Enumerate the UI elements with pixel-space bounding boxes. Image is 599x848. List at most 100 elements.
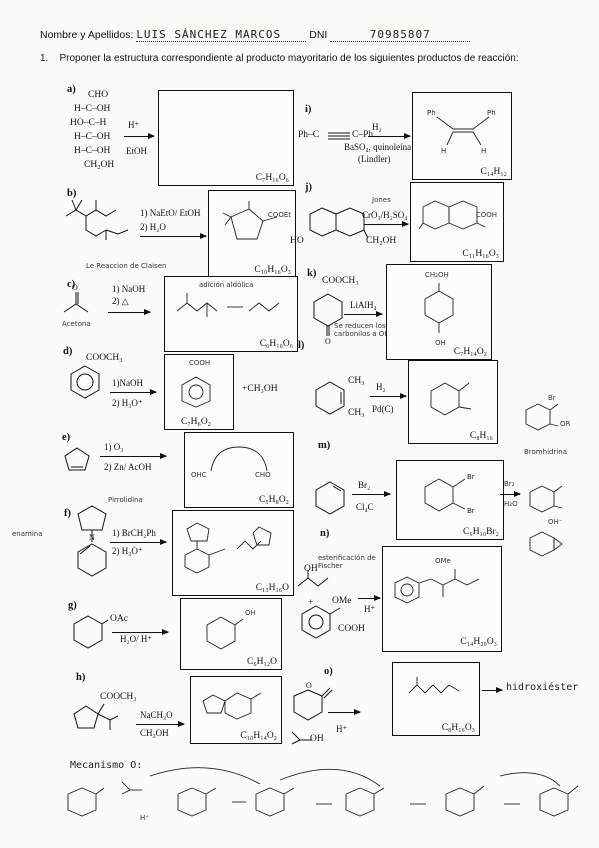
cyclohexene-m [315, 481, 345, 515]
mechanism-sketch [67, 767, 579, 817]
svg-text:N: N [89, 533, 95, 542]
label-g: g) [68, 600, 77, 611]
reagent-m-2: Cl₄C [356, 502, 374, 512]
formula-o: C₈H₁₆O₃ [441, 723, 475, 733]
reagent-a-1: H⁺ [128, 120, 140, 130]
butanol-n [297, 570, 329, 587]
formula-g: C₆H₁₂O [247, 657, 277, 667]
byproduct-d: +CH₃OH [242, 384, 278, 394]
svg-text:Ph: Ph [487, 109, 496, 117]
arrow-d [110, 389, 157, 395]
answer-box-h: C₁₀H₁₄O₂ [190, 676, 282, 744]
sub-n-2: OMe [332, 596, 352, 606]
note-hidroxiester: hidroxiéster [506, 682, 579, 693]
arrow-n [358, 595, 381, 601]
answer-box-f: C₁₃H₁₆O [172, 510, 294, 596]
arrow-o [328, 709, 361, 715]
note-jones: Jones [372, 196, 391, 204]
formula-c: C₆H₁₀O₆ [259, 339, 293, 349]
reagent-h-1: NaCH₃O [140, 710, 173, 720]
arrow-i [368, 133, 411, 139]
svg-text:Br: Br [467, 473, 475, 481]
formula-h: C₁₀H₁₄O₂ [240, 731, 277, 741]
reagent-i-3: (Lindler) [358, 154, 391, 164]
reagent-b-2: 2) H₂O [140, 222, 166, 232]
answer-box-l: C₈H₁₆ [408, 360, 498, 444]
cyclohexanone-ester-k: O [313, 293, 343, 346]
answer-box-g: OH C₆H₁₂O [180, 598, 282, 670]
label-f: f) [64, 508, 71, 519]
sub-l-1: CH₃ [348, 376, 365, 386]
label-d: d) [63, 346, 73, 357]
isopropanol-o [291, 731, 312, 745]
dimethylcyclohexene-l [315, 381, 345, 415]
label-n: n) [320, 528, 330, 539]
cyclopentyl-ketoester-h [73, 703, 119, 730]
reagent-k: LiAlH₄ [350, 300, 377, 310]
label-b: b) [67, 188, 77, 199]
arrow-g [112, 629, 169, 635]
reagent-o: H⁺ [336, 724, 348, 734]
arrow-f [110, 539, 167, 545]
label-a: a) [67, 84, 76, 95]
svg-text:Br: Br [467, 507, 475, 515]
note-k: Se reducen los carbonilos a OH [334, 322, 390, 338]
enamine-structure-f: N [77, 505, 107, 577]
reagent-l-2: Pd(C) [372, 404, 394, 414]
start-group-k: COOCH₃ [322, 276, 359, 286]
svg-text:H: H [481, 147, 486, 153]
benzene-ester-d [70, 365, 100, 399]
label-l: l) [298, 340, 305, 351]
reagent-f-1: 1) BrCH₂Ph [112, 528, 156, 538]
reagent-d-2: 2) H₃O⁺ [112, 398, 143, 408]
formula-j: C₁₁H₁₆O₃ [462, 249, 499, 259]
reagent-b-1: 1) NaEtO/ EtOH [140, 208, 201, 218]
svg-text:H: H [441, 147, 446, 153]
arrow-l [370, 393, 407, 399]
reagent-j: CrO₃/H₂SO₄ [362, 210, 408, 220]
name-label: Nombre y Apellidos: [40, 29, 134, 41]
reagent-n: H⁺ [364, 604, 376, 614]
reagent-i-1: H₂ [372, 122, 382, 132]
arrow-h [136, 721, 185, 727]
name-value: LUIS SÁNCHEZ MARCOS [136, 28, 282, 41]
start-group-d: COOCH₃ [86, 353, 123, 363]
substituent-j-2: CH₂OH [366, 236, 397, 246]
reagent-c-1: 1) NaOH [112, 284, 146, 294]
reagent-l-1: H₂ [376, 382, 386, 392]
acetone-structure-c: O [63, 283, 89, 313]
formula-d: C₇H₆O₂ [181, 417, 211, 427]
answer-box-o: C₈H₁₆O₃ [392, 662, 480, 736]
answer-box-n: OMe C₁₄H₂₀O₃ [382, 546, 502, 652]
sub-n-1: OH [304, 564, 318, 574]
note-c: Acetona [62, 320, 91, 328]
sub-l-2: CH₃ [348, 408, 365, 418]
reagent-h-2: CH₃OH [140, 728, 169, 738]
note-enamina: enamina [12, 530, 43, 538]
arrow-k [344, 311, 383, 317]
note-pirrolidina: Pirrolidina [108, 496, 143, 504]
reagent-e-1: 1) O₃ [104, 442, 124, 452]
decalin-diol-j [309, 207, 369, 239]
formula-n: C₁₄H₂₀O₃ [460, 637, 497, 647]
triple-bond-i [328, 132, 350, 140]
arrow-j [364, 221, 409, 227]
dni-value: 70985807 [369, 28, 431, 41]
methoxy-phenylacetic-acid-n [301, 605, 341, 639]
reagent-d-1: 1)NaOH [112, 378, 143, 388]
answer-box-b: COOEt C₁₀H₁₆O₃ [208, 190, 296, 278]
svg-text:O: O [325, 337, 331, 346]
note-fischer: esterificación de Fischer [318, 554, 376, 570]
mechanism-hplus: H⁺ [140, 814, 149, 822]
label-c: c) [67, 279, 76, 290]
reagent-c-2: 2) △ [112, 296, 129, 306]
acid-n: COOH [338, 624, 365, 634]
formula-l: C₈H₁₆ [469, 431, 493, 441]
reagent-e-2: 2) Zn/ AcOH [104, 462, 152, 472]
formula-i: C₁₄H₁₂ [480, 167, 507, 177]
label-e: e) [62, 432, 71, 443]
svg-text:O: O [72, 283, 78, 292]
